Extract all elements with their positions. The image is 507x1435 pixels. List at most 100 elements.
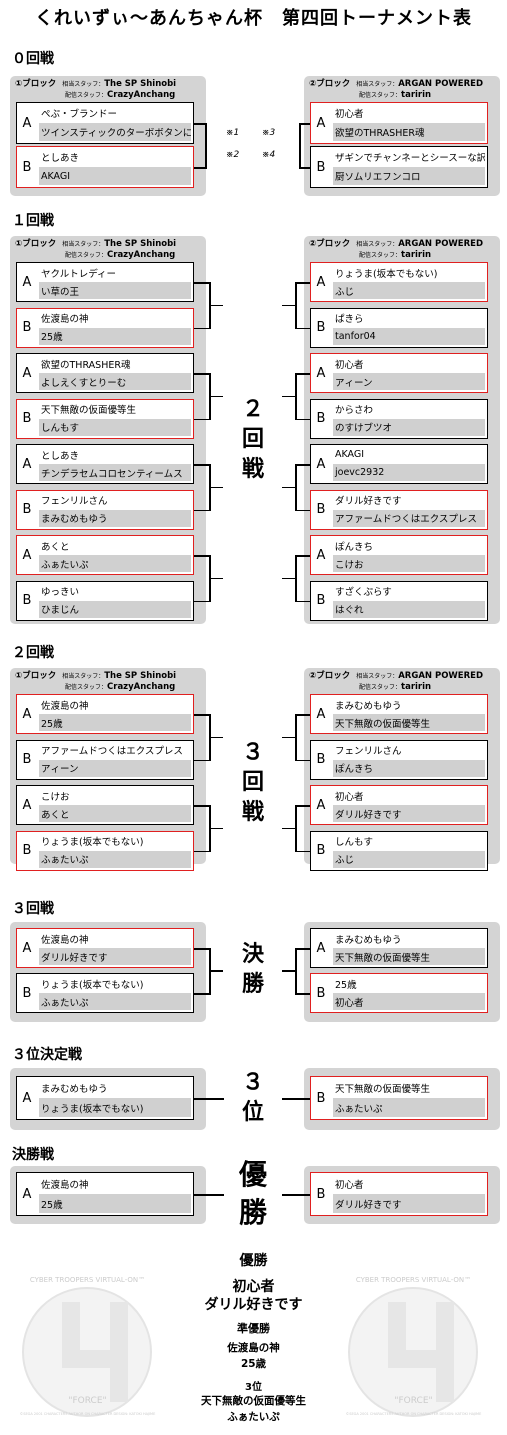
entry-name-secondary: 欲望のTHRASHER魂 (333, 123, 485, 141)
entry-name-primary: こけお (41, 791, 70, 803)
entry-name-secondary: 天下無敵の仮面優等生 (333, 714, 485, 731)
entry-name-primary: 初心者 (335, 109, 364, 120)
entry-name-primary: フェンリルさん (335, 746, 402, 757)
final-heading: 決勝戦 (12, 1147, 54, 1163)
entry-name-secondary: しんもす (39, 418, 191, 436)
final-round-label: 優勝 (228, 1156, 278, 1232)
entry-name-secondary: アィーン (39, 759, 191, 777)
entry-name-primary: からさわ (335, 405, 374, 416)
round-label-char: ２ (241, 397, 264, 422)
entry-letter: B (22, 752, 32, 767)
bracket-line (295, 805, 310, 807)
entry-name-secondary: 厨ソムリエフンコロ (333, 167, 485, 185)
bracket-line (194, 600, 210, 602)
block-label: ②ブロック (309, 671, 351, 681)
entry-name-primary: 初心者 (335, 1179, 364, 1191)
bracket-line (282, 577, 296, 580)
entry-letter: B (316, 502, 326, 517)
entry-name-secondary: ふぁたいぷ (333, 1098, 485, 1117)
bracket-line (209, 827, 223, 830)
bracket-line (295, 850, 310, 852)
entry-letter: B (316, 411, 326, 426)
staff-role: 配信スタッフ： (359, 684, 402, 691)
virtual-on-logo: CYBER TROOPERS VIRTUAL-ON™"FORCE"©SEGA 2… (14, 1272, 161, 1422)
staff-name: taririn (401, 682, 432, 692)
entry-box[interactable]: Bザギンでチャンネーとシースーな訳ねぇだろwww厨ソムリエフンコロ (310, 146, 488, 188)
entry-name-secondary: ひまじん (39, 600, 191, 618)
entry-name-primary: ゆっきい (41, 587, 80, 598)
bracket-line (194, 373, 210, 375)
bracket-line (282, 486, 296, 489)
entry-name-secondary: よしえくすとりーむ (39, 373, 191, 390)
bracket-line (194, 167, 206, 169)
entry-name-primary: としあき (41, 153, 80, 164)
round3-heading: ３回戦 (12, 901, 54, 917)
entry-name-secondary: ぽんきち (333, 759, 485, 777)
entry-letter: A (316, 547, 326, 563)
entry-name-primary: ぺぷ・ブランドー (41, 109, 118, 120)
bracket-line (209, 970, 223, 972)
entry-box[interactable]: Aぺぷ・ブランドーツインスティックのターボボタンに使われているゴムのアレ (16, 102, 194, 144)
staff-role: 相当スタッフ： (356, 81, 399, 88)
bracket-line (209, 577, 223, 580)
bracket-line (282, 1194, 310, 1196)
entry-name-secondary: まみむめもゆう (39, 509, 191, 527)
bracket-line (194, 759, 210, 761)
entry-name-primary: すざくぷらす (335, 587, 392, 598)
staff-name: The SP Shinobi (104, 671, 177, 681)
entry-letter: B (22, 985, 32, 1001)
staff-role: 相当スタッフ： (62, 673, 105, 680)
entry-name-secondary: ダリル好きです (39, 948, 191, 965)
entry-letter: B (316, 985, 326, 1001)
entry-letter: A (316, 274, 326, 290)
staff-name: The SP Shinobi (104, 79, 177, 89)
staff-name: CrazyAnchang (107, 250, 176, 260)
entry-letter: B (316, 159, 326, 175)
staff-name: CrazyAnchang (107, 90, 176, 100)
bracket-line (194, 993, 210, 995)
round-label-char: ３ (241, 740, 264, 765)
bracket-line (209, 486, 223, 489)
result-line: 25歳 (240, 1358, 267, 1370)
logo-title: CYBER TROOPERS VIRTUAL-ON™ (355, 1276, 472, 1284)
entry-name-primary: 初心者 (335, 359, 364, 371)
result-line: 初心者 (232, 1279, 275, 1295)
round-label-char: 決 (241, 942, 264, 967)
entry-letter: A (316, 456, 326, 472)
